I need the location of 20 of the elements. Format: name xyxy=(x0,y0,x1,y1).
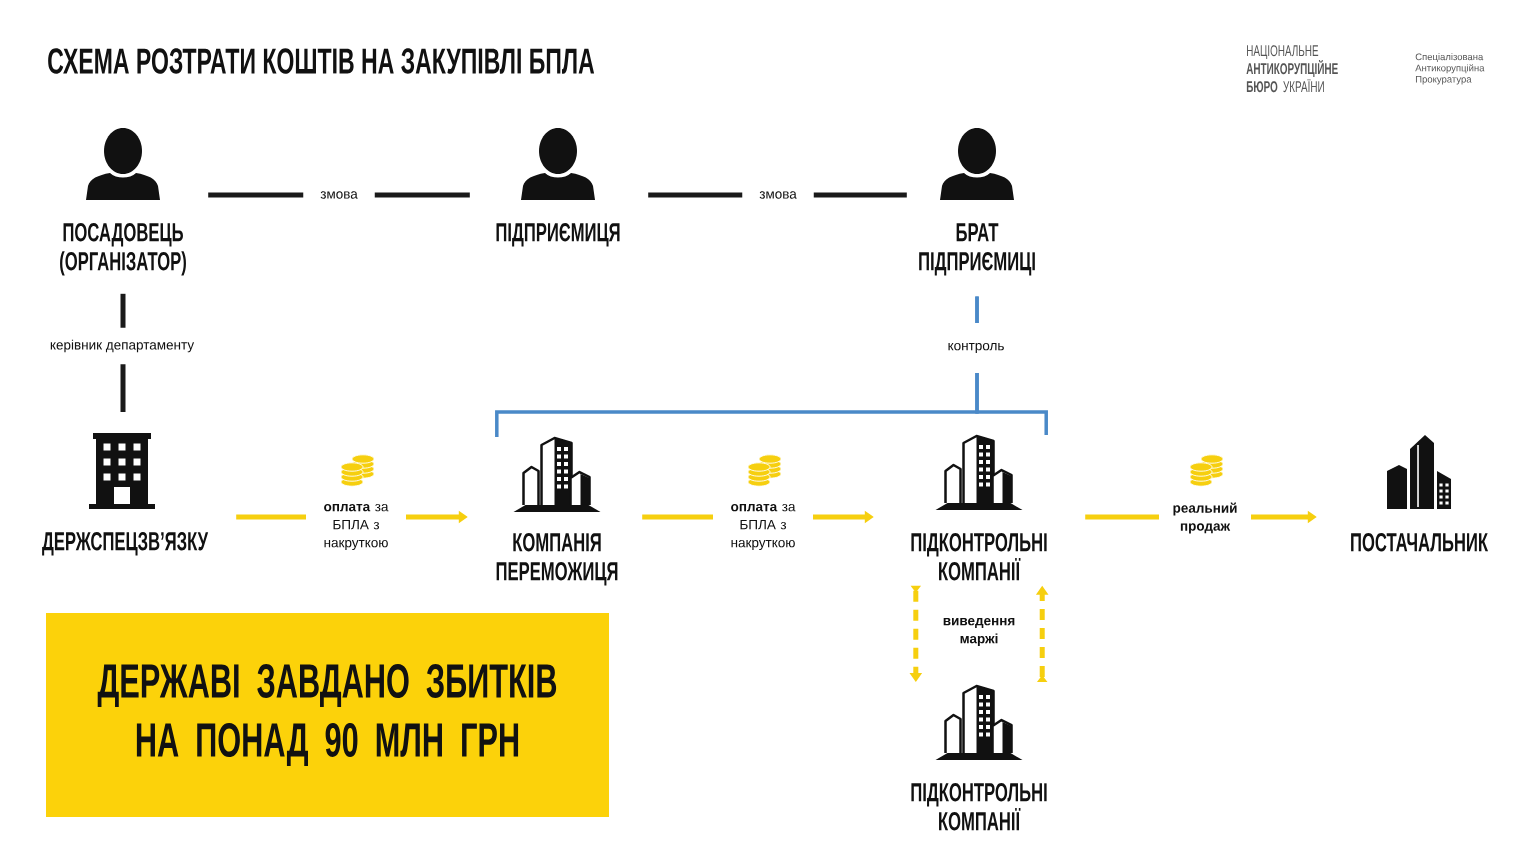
edge-label: керівник департаменту xyxy=(46,327,198,365)
agency-name: Спеціалізована Антикорупційна Прокуратура xyxy=(1415,53,1485,85)
company-label: ПІДКОНТРОЛЬНІ КОМПАНІЇ xyxy=(911,783,1047,831)
edge-label: виведення маржі xyxy=(931,616,1027,649)
edge-label: реальний продаж xyxy=(1159,500,1251,536)
organization-label: ДЕРЖСПЕЦЗВ’ЯЗКУ xyxy=(42,532,209,556)
highlight-box: ДЕРЖАВІ ЗАВДАНО ЗБИТКІВ НА ПОНАД 90 МЛН ГРН xyxy=(46,613,609,817)
edge-label: змова xyxy=(742,187,814,203)
person-label: ПОСАДОВЕЦЬ (ОРГАНІЗАТОР) xyxy=(60,223,186,276)
edge-label: змова xyxy=(303,187,375,203)
person-label: ПІДПРИЄМИЦЯ xyxy=(496,223,620,247)
edge-label: оплата за БПЛА з накруткою xyxy=(713,501,813,553)
company-label: КОМПАНІЯ ПЕРЕМОЖИЦЯ xyxy=(496,533,618,586)
title: СХЕМА РОЗТРАТИ КОШТІВ НА ЗАКУПІВЛІ БПЛА xyxy=(48,48,595,74)
person-label: БРАТ ПІДПРИЄМИЦІ xyxy=(919,223,1035,276)
edge-label: оплата за БПЛА з накруткою xyxy=(306,501,406,553)
agency-name: НАЦІОНАЛЬНЕ АНТИКОРУПЦІЙНЕ БЮРО УКРАЇНИ xyxy=(1246,45,1338,93)
company-label: ПОСТАЧАЛЬНИК xyxy=(1351,533,1489,552)
company-label: ПІДКОНТРОЛЬНІ КОМПАНІЇ xyxy=(911,533,1047,581)
edge-label: контроль xyxy=(943,322,1009,374)
